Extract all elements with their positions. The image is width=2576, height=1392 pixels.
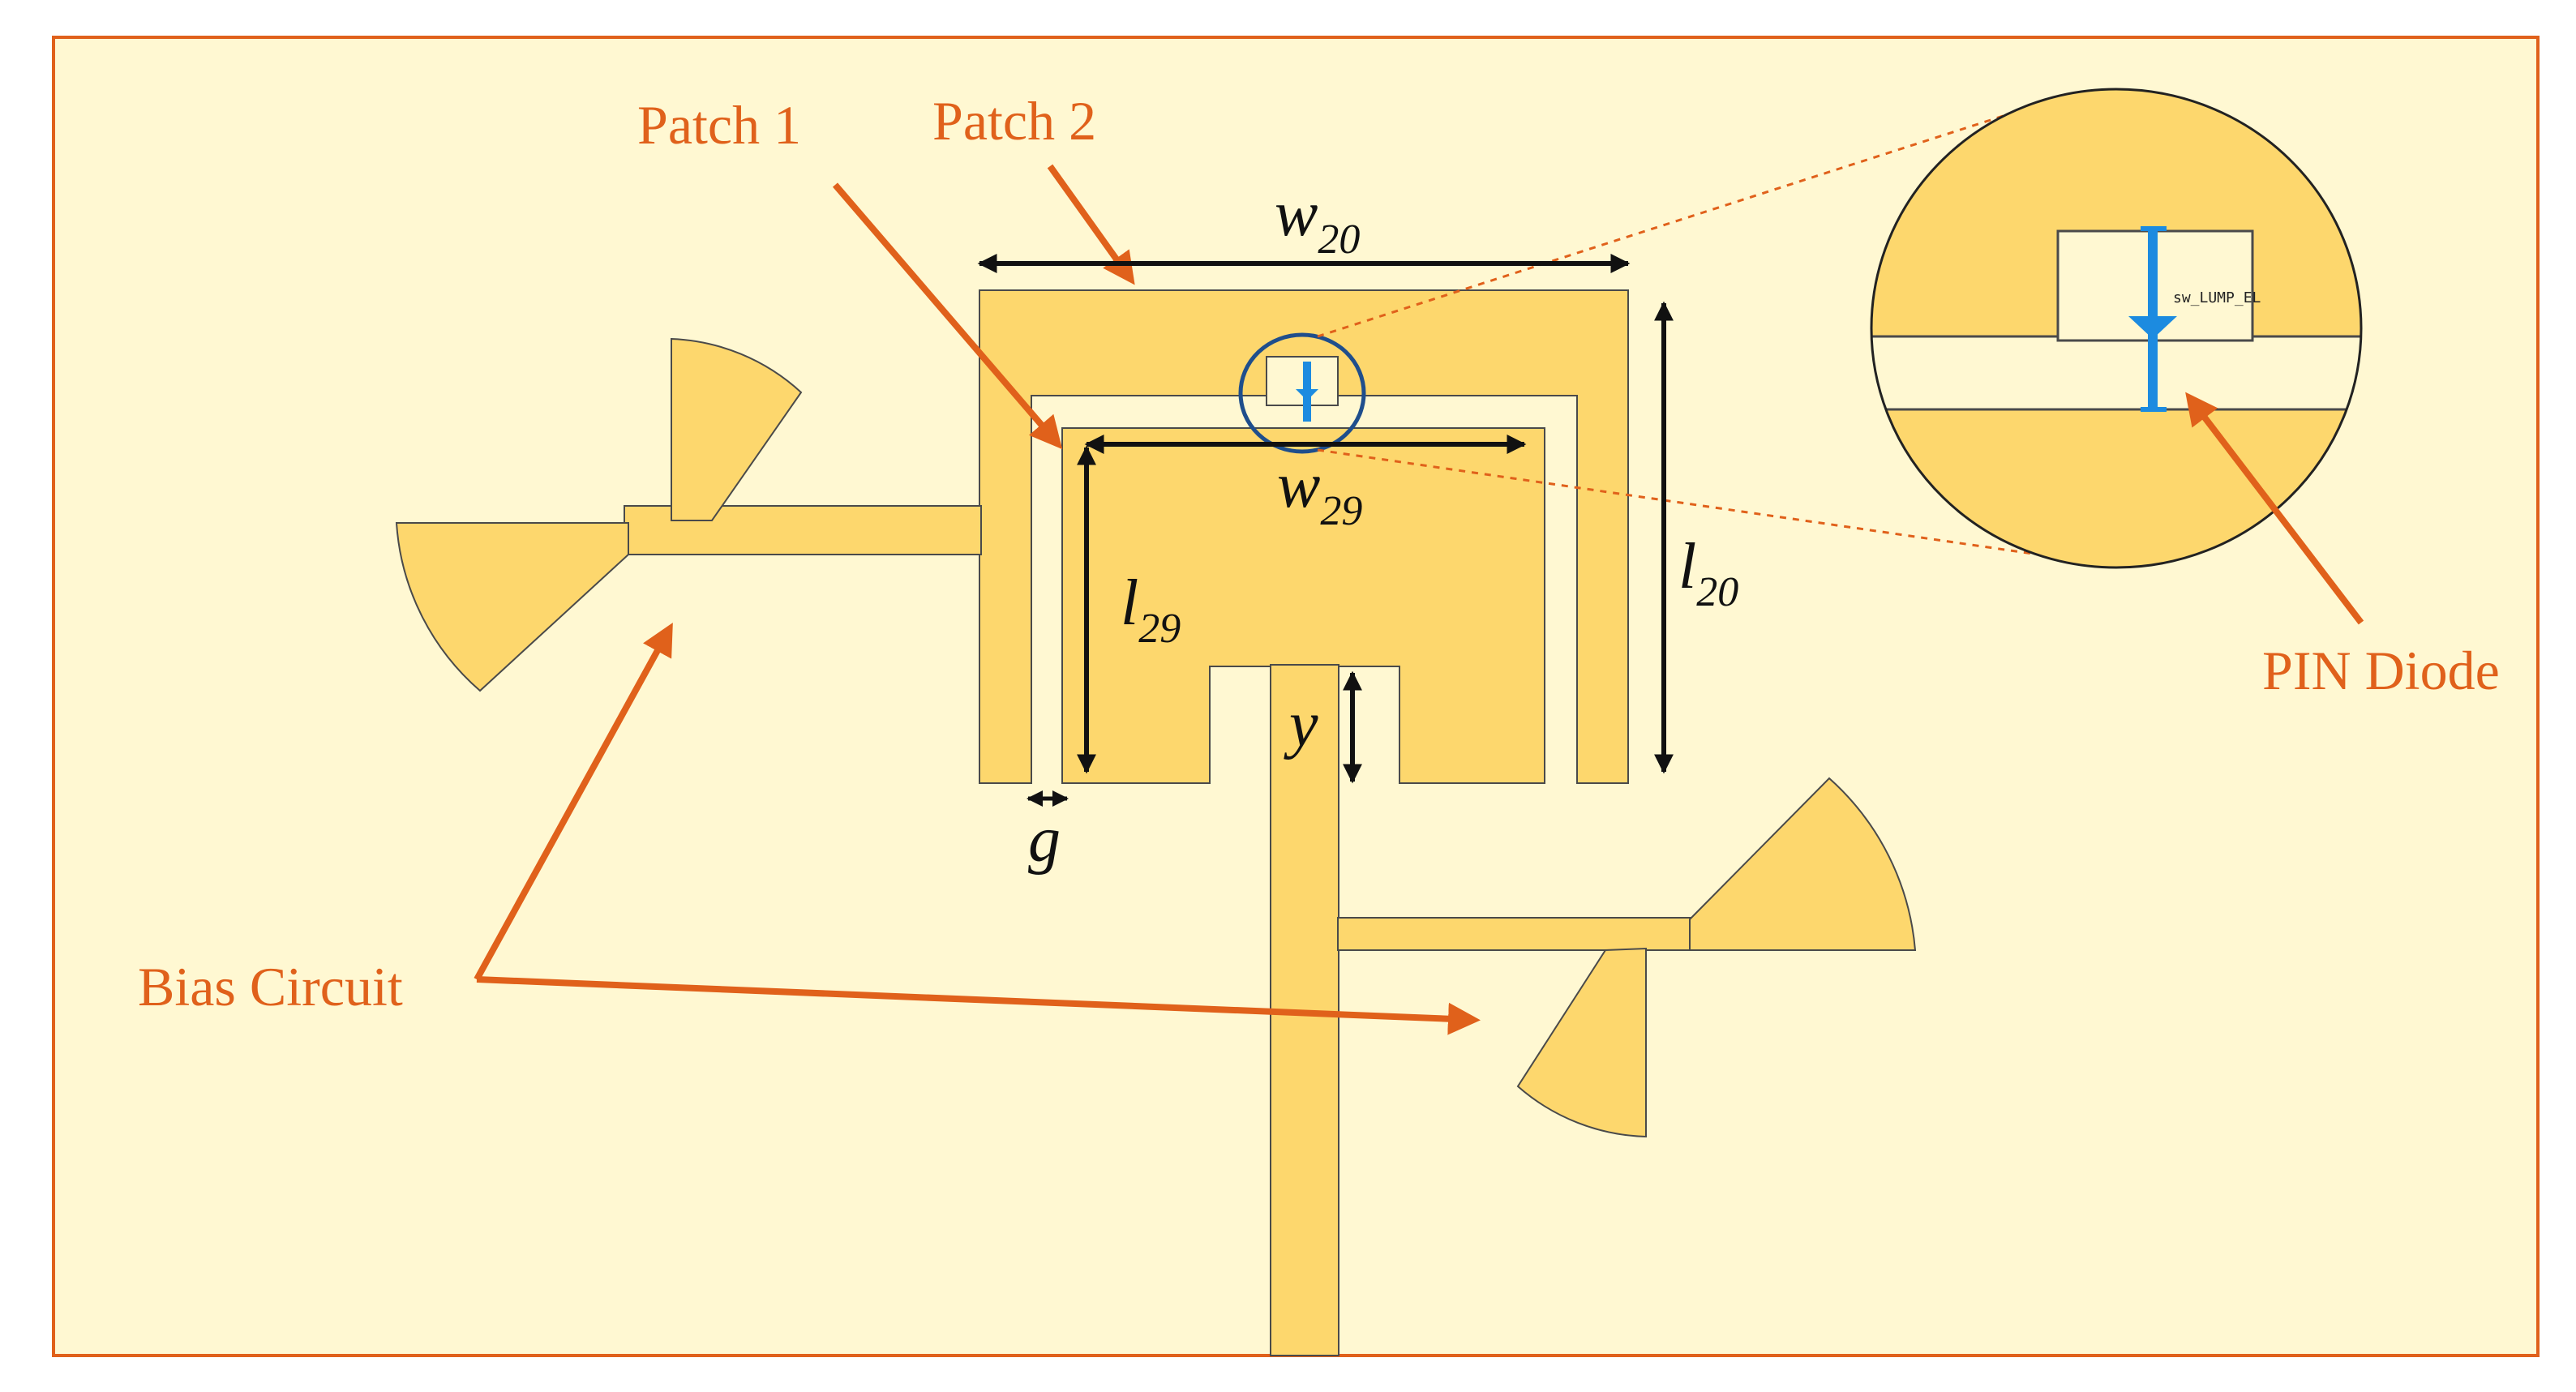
patch-1-arrow — [832, 182, 1063, 450]
pin-diode-label: PIN Diode — [2262, 640, 2500, 701]
left-lower-radial-stub — [395, 522, 629, 692]
g-label: g — [1028, 804, 1061, 876]
bias-circuit-arrow-right — [476, 976, 1481, 1035]
patch-1-label: Patch 1 — [637, 94, 801, 156]
zoom-guide-bottom — [1317, 448, 2072, 561]
bias-circuit-label: Bias Circuit — [138, 956, 403, 1017]
y-label: y — [1284, 689, 1318, 760]
diode-notch — [1266, 356, 1339, 406]
bias-circuit-arrow-left — [474, 622, 673, 981]
left-upper-radial-stub — [671, 337, 803, 521]
patch-2-label: Patch 2 — [932, 90, 1096, 152]
w29-label: w29 — [1277, 450, 1362, 534]
lump-element-label: sw_LUMP_EL — [2173, 289, 2261, 306]
pin-diode-arrow — [2185, 392, 2364, 625]
zoom-guide-top — [1317, 112, 2012, 338]
right-upper-radial-stub — [1689, 777, 1917, 951]
zoom-inset — [1870, 88, 2363, 569]
l20-label: l20 — [1678, 531, 1738, 615]
l29-label: l29 — [1121, 568, 1181, 652]
right-bias-line — [1337, 917, 1695, 951]
diode-small-symbol — [1296, 389, 1318, 400]
right-lower-radial-stub — [1516, 947, 1647, 1138]
w20-label: w20 — [1275, 178, 1360, 263]
